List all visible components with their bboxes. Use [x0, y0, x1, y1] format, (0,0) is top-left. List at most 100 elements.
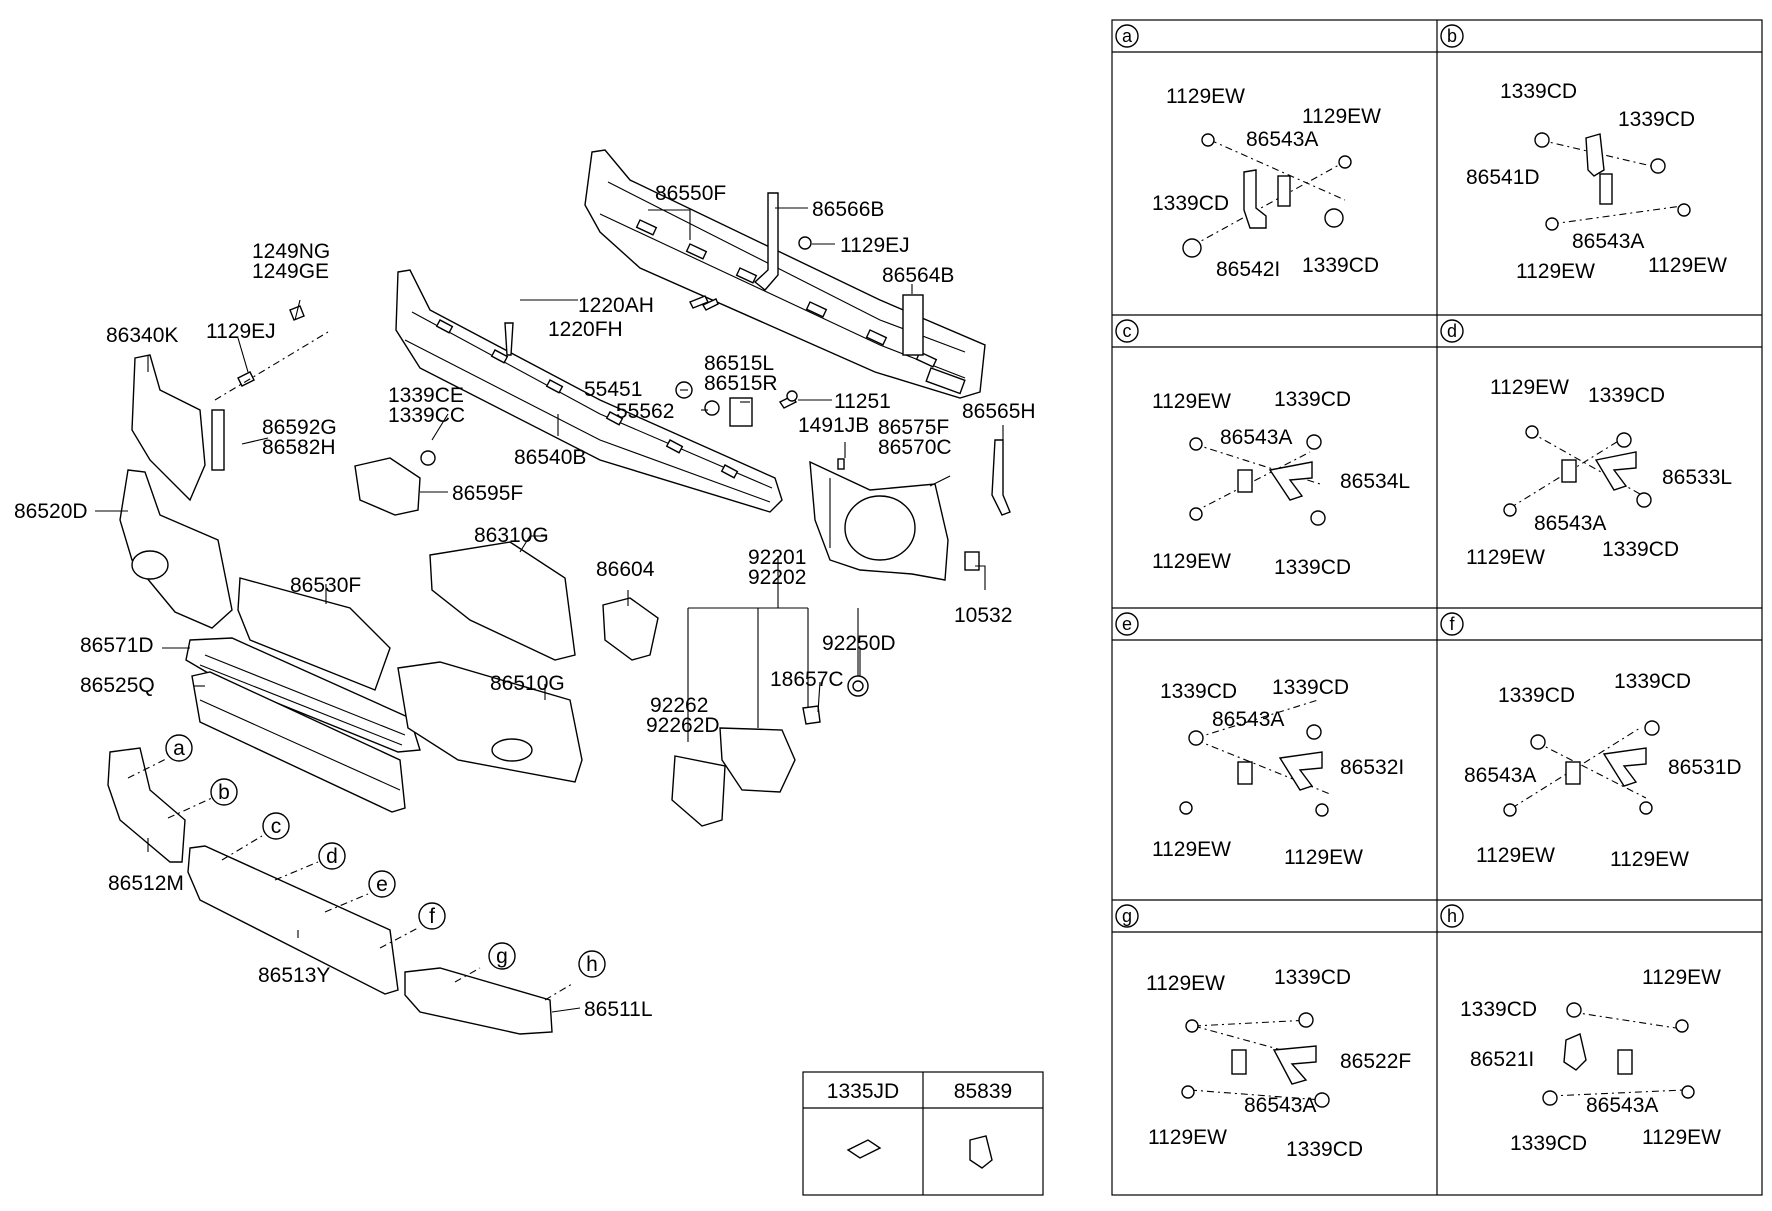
label-92250D: 92250D: [822, 632, 896, 655]
bracket-86604: [602, 597, 659, 661]
detail-panel-e: 1339CD 1339CD 86543A 86532I 1129EW 1129E…: [1152, 676, 1404, 869]
mesh-panel-86571D: [185, 637, 421, 753]
label-1491JB: 1491JB: [798, 414, 869, 437]
panel-f-label-4: 86531D: [1668, 756, 1742, 779]
label-86515L: 86515L: [704, 352, 774, 375]
svg-text:b: b: [218, 781, 230, 804]
label-86520D: 86520D: [14, 500, 88, 523]
panel-a-label-2: 1129EW: [1302, 105, 1381, 128]
panel-f-label-6: 1129EW: [1610, 848, 1689, 871]
panel-e-label-1: 1339CD: [1160, 680, 1237, 703]
label-86512M: 86512M: [108, 872, 184, 895]
callout-h: h: [578, 950, 606, 978]
label-1339CE: 1339CE: [388, 384, 464, 407]
label-86530F: 86530F: [290, 574, 361, 597]
label-92201: 92201: [748, 546, 806, 569]
svg-text:a: a: [1122, 26, 1133, 46]
trim-86513Y: [187, 845, 399, 995]
panel-d-label-2: 1339CD: [1588, 384, 1665, 407]
panel-h-label-1: 1129EW: [1642, 966, 1721, 989]
bracket-86595F: [354, 457, 421, 516]
panel-e-label-3: 86543A: [1212, 708, 1284, 731]
label-86513Y: 86513Y: [258, 964, 330, 987]
label-86550F: 86550F: [655, 182, 726, 205]
panel-b-label-4: 86543A: [1572, 230, 1644, 253]
reinforcement-beam-lower: [395, 269, 783, 513]
panel-d-label-6: 1339CD: [1602, 538, 1679, 561]
callout-g: g: [488, 942, 516, 970]
label-86595F: 86595F: [452, 482, 523, 505]
panel-e-label-4: 86532I: [1340, 756, 1404, 779]
panel-g-label-4: 1129EW: [1148, 1126, 1227, 1149]
trim-86512M: [107, 747, 186, 863]
label-92262: 92262: [650, 694, 708, 717]
panel-tag-b: b: [1440, 24, 1464, 48]
panel-h-label-4: 86543A: [1586, 1094, 1658, 1117]
panel-f-label-5: 1129EW: [1476, 844, 1555, 867]
panel-a-label-5: 1339CD: [1302, 254, 1379, 277]
panel-tag-g: g: [1115, 904, 1139, 928]
label-10532: 10532: [954, 604, 1012, 627]
label-86564B: 86564B: [882, 264, 954, 287]
label-1249NG: 1249NG: [252, 240, 330, 263]
panel-a-label-3: 86543A: [1246, 128, 1318, 151]
panel-h-label-5: 1339CD: [1510, 1132, 1587, 1155]
panel-a-label-1: 1129EW: [1166, 85, 1245, 108]
panel-h-label-3: 86521I: [1470, 1048, 1534, 1071]
panel-d-label-3: 86533L: [1662, 466, 1732, 489]
detail-panel-a: 1129EW 1129EW 86543A 1339CD 1339CD 86542…: [1152, 85, 1381, 281]
panel-tag-f: f: [1440, 612, 1464, 636]
detail-panel-h: 1129EW 1339CD 86521I 86543A 1339CD 1129E…: [1460, 966, 1721, 1155]
panel-f-label-2: 1339CD: [1614, 670, 1691, 693]
svg-text:e: e: [1122, 614, 1132, 634]
label-1129EJ-right: 1129EJ: [840, 234, 910, 257]
parts-table: 1335JD 85839: [802, 1071, 1044, 1196]
detail-panel-f: 1339CD 1339CD 86543A 86531D 1129EW 1129E…: [1464, 670, 1742, 871]
label-86604: 86604: [596, 558, 655, 581]
label-86592G: 86592G: [262, 416, 337, 439]
callout-f: f: [418, 902, 446, 930]
svg-text:f: f: [429, 905, 435, 928]
panel-tag-a: a: [1115, 24, 1139, 48]
panel-a-label-4: 1339CD: [1152, 192, 1229, 215]
label-86566B: 86566B: [812, 198, 884, 221]
panel-h-label-6: 1129EW: [1642, 1126, 1721, 1149]
panel-86310G: [429, 541, 576, 661]
panel-g-label-2: 1339CD: [1274, 966, 1351, 989]
bracket-86566B: [753, 192, 779, 291]
assembly-drawing: a b c d e f g h 1: [14, 149, 1044, 1196]
label-86582H: 86582H: [262, 436, 336, 459]
svg-text:h: h: [1447, 906, 1457, 926]
label-86310G: 86310G: [474, 524, 549, 547]
svg-text:a: a: [173, 737, 185, 760]
side-bracket-86340K: [131, 331, 329, 502]
panel-b-label-3: 86541D: [1466, 166, 1540, 189]
lower-panel-86525Q: [191, 671, 406, 813]
fog-lamp-92201: [671, 675, 869, 827]
detail-panels: a b c d e f g h 1129EW 1129EW 86543A 133…: [1111, 19, 1763, 1196]
label-1249GE: 1249GE: [252, 260, 329, 283]
label-86525Q: 86525Q: [80, 674, 155, 697]
label-86575F: 86575F: [878, 416, 949, 439]
label-86340K: 86340K: [106, 324, 178, 347]
panel-tag-h: h: [1440, 904, 1464, 928]
table-header-85839: 85839: [954, 1080, 1012, 1103]
clip-1335JD: [846, 1139, 882, 1159]
callout-e: e: [368, 870, 396, 898]
panel-e-label-6: 1129EW: [1284, 846, 1363, 869]
bumper-cover-86520D: [119, 469, 233, 629]
panel-c-label-3: 86543A: [1220, 426, 1292, 449]
trim-86511L: [404, 967, 553, 1035]
callout-c: c: [262, 812, 290, 840]
label-86540B: 86540B: [514, 446, 586, 469]
bumper-86510G: [397, 661, 583, 783]
callout-d: d: [318, 842, 346, 870]
panel-d-label-4: 86543A: [1534, 512, 1606, 535]
label-86565H: 86565H: [962, 400, 1036, 423]
fasteners-center: [237, 236, 845, 470]
panel-c-label-4: 86534L: [1340, 470, 1410, 493]
panel-g-label-1: 1129EW: [1146, 972, 1225, 995]
panel-e-label-5: 1129EW: [1152, 838, 1231, 861]
part-labels: 1249NG 1249GE 86340K 1129EJ 86592G 86582…: [14, 182, 1036, 1021]
label-1129EJ-left: 1129EJ: [206, 320, 276, 343]
